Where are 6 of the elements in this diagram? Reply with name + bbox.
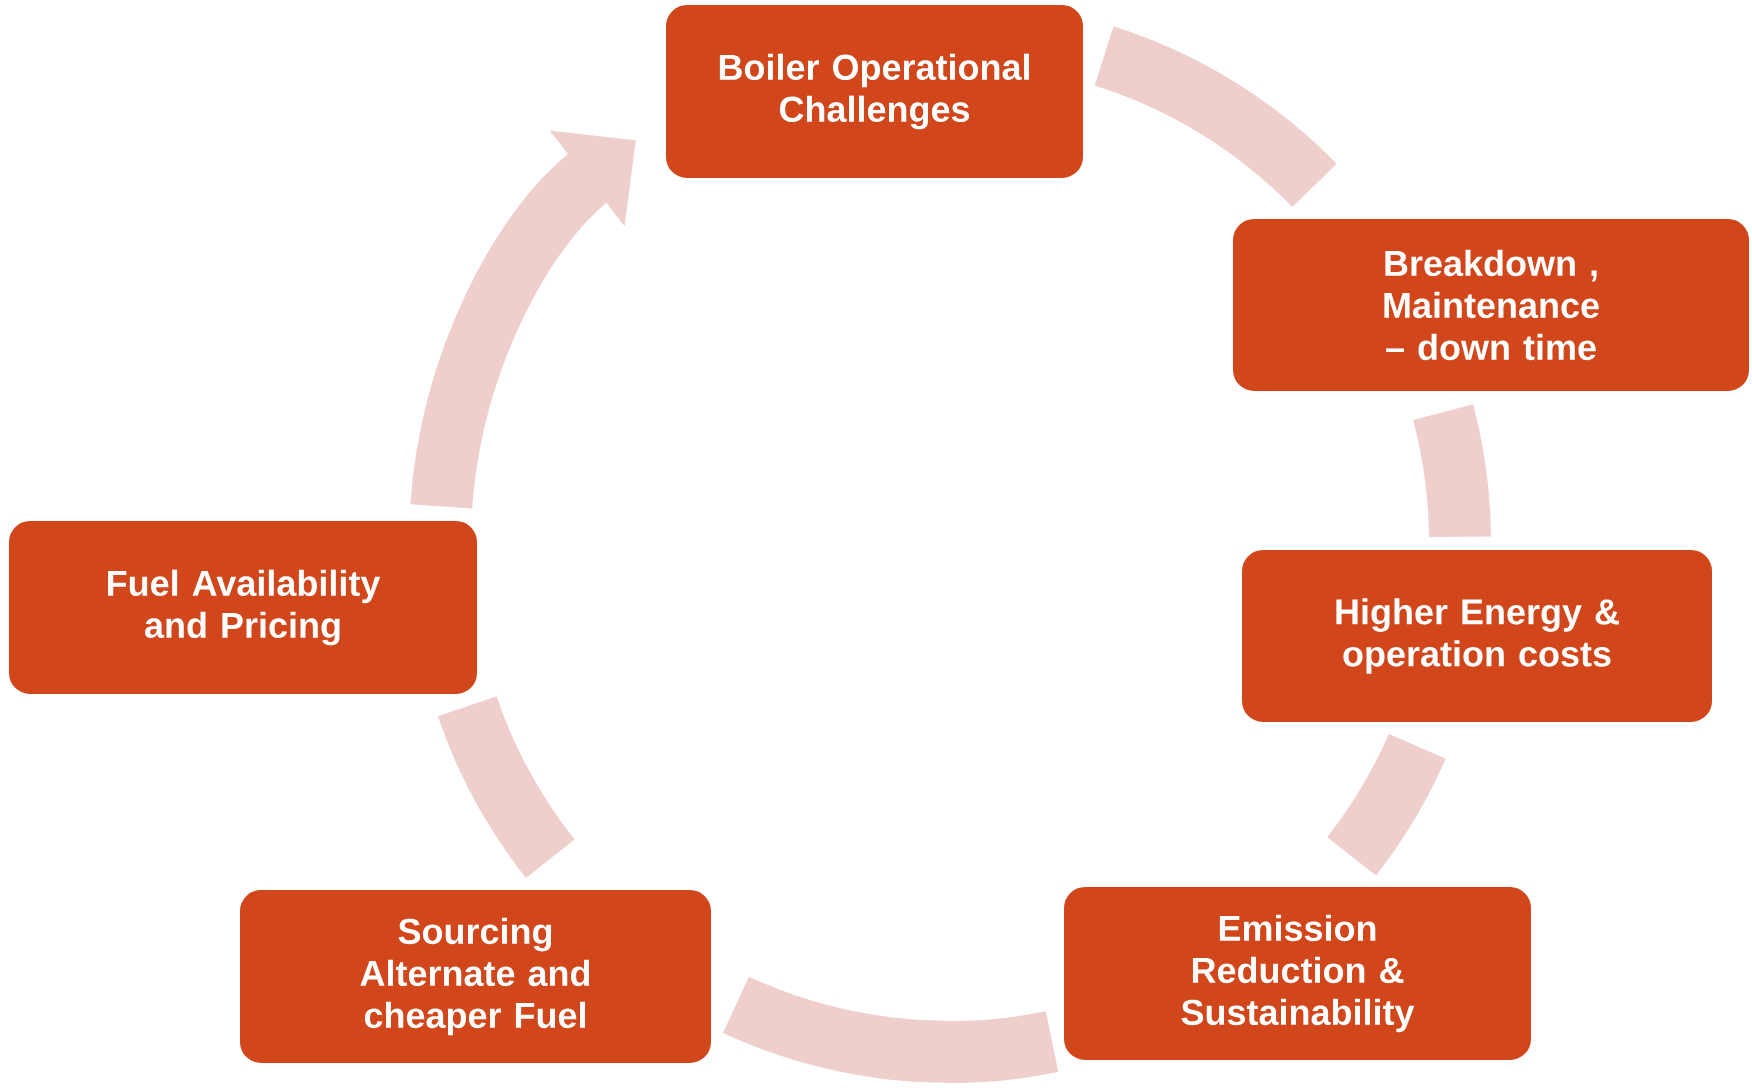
process-box: Fuel Availability and Pricing (7, 519, 479, 696)
process-box: Emission Reduction & Sustainability (1062, 885, 1533, 1062)
process-box: Higher Energy & operation costs (1240, 548, 1714, 724)
process-box: Boiler Operational Challenges (664, 3, 1085, 180)
process-box: Sourcing Alternate and cheaper Fuel (238, 888, 713, 1065)
process-box: Breakdown , Maintenance – down time (1231, 217, 1751, 393)
